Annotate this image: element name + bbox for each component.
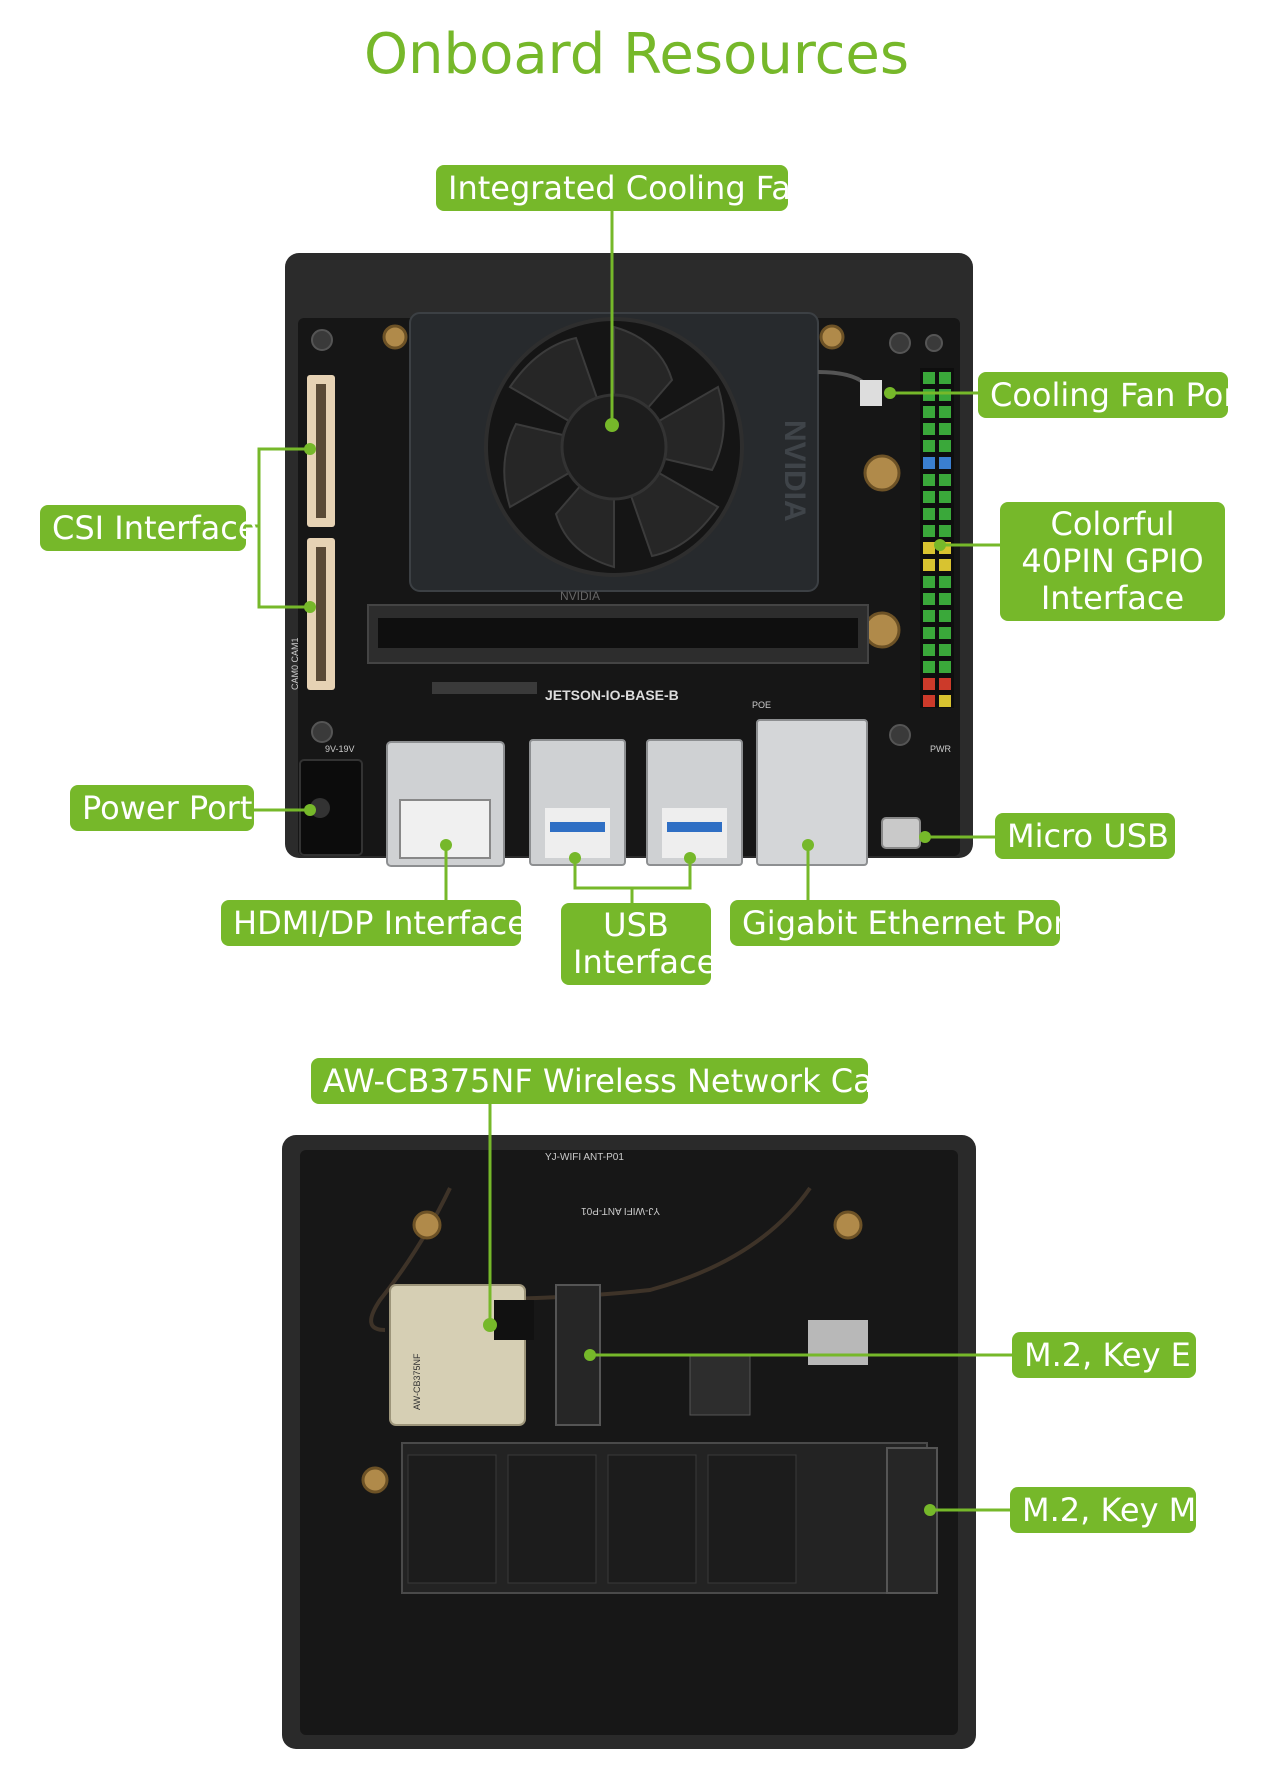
fan-blades [503,325,725,569]
label-power-port: Power Port [70,785,254,831]
label-m2-key-m: M.2, Key M [1010,1487,1196,1533]
module-brand-small: NVIDIA [560,589,600,603]
leader-dots-top [304,387,946,864]
label-wireless-network-card: AW-CB375NF Wireless Network Card [311,1058,906,1104]
fan-cable [817,370,872,392]
label-usb-interface: USB Interface [561,903,716,985]
leader-lines-bottom [488,1102,1012,1512]
sodimm-slot [367,604,869,664]
silk-pwr: PWR [930,744,951,754]
label-hdmi-dp-interface: HDMI/DP Interface [221,900,527,946]
antenna-cable-1 [369,1187,452,1332]
ethernet-port [756,719,868,866]
key-m-slot [886,1447,938,1594]
top-board-case [285,253,973,858]
fan-hub [560,393,668,501]
hdmi-port [386,741,505,867]
controller-chip [689,1354,751,1416]
mount-screws [311,329,943,746]
fan-housing [484,317,744,577]
silk-poe: POE [752,700,771,710]
module-brand: NVIDIA [778,420,811,522]
silk-cam0: CAM0 CAM1 [290,637,300,690]
ssd-module [401,1442,928,1594]
card-text: AW-CB375NF [412,1353,422,1410]
label-micro-usb: Micro USB [995,813,1175,859]
label-csi-interface: CSI Interface [40,505,258,551]
label-integrated-cooling-fan: Integrated Cooling Fan [436,165,811,211]
silk-ant1: YJ-WIFI ANT-P01 [545,1152,624,1163]
label-m2-key-e: M.2, Key E [1012,1332,1196,1378]
jetson-module [409,312,819,592]
micro-usb-port [881,817,921,849]
leader-lines-top [246,210,1000,903]
brass-standoffs [382,324,901,649]
usb-port-1 [529,739,626,866]
gpio-pins [923,372,951,673]
antenna-cable-2 [419,1186,812,1302]
power-jack [299,759,363,856]
silk-power: 9V-19V [325,744,355,754]
bottom-board-case [282,1135,976,1749]
csi-connectors [307,375,335,690]
label-gigabit-ethernet-port: Gigabit Ethernet Port [730,900,1079,946]
leader-dots-bottom [483,1318,936,1516]
usb-port-2 [646,739,743,866]
wireless-card [389,1284,526,1426]
key-e-slot [555,1284,601,1426]
bottom-board-pcb [300,1150,958,1735]
fan-port [860,380,882,406]
label-gpio-interface: Colorful 40PIN GPIO Interface [1000,502,1225,621]
top-board-pcb [298,318,960,856]
bottom-screws [361,1210,863,1494]
board-name: JETSON-IO-BASE-B [545,687,679,703]
page-title: Onboard Resources [363,22,910,87]
silk-ant2: YJ-WIFI ANT-P01 [581,1205,660,1216]
label-cooling-fan-port: Cooling Fan Port [978,372,1249,418]
gpio-header [920,368,954,708]
